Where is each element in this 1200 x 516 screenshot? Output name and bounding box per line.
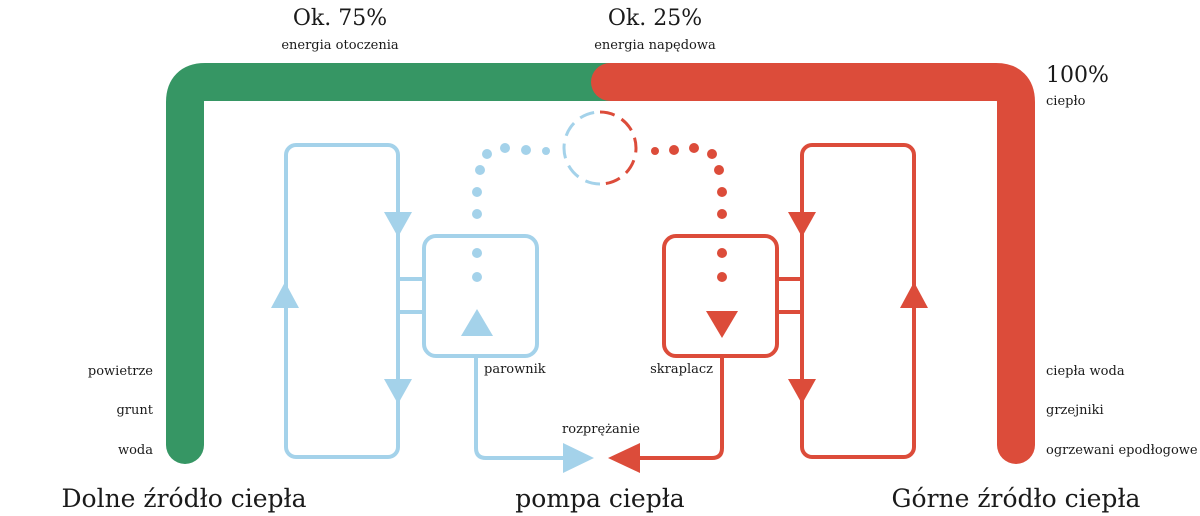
refrigerant-dot — [521, 145, 531, 155]
lower-source-item: grunt — [116, 403, 153, 418]
expansion-label: rozprężanie — [562, 422, 640, 437]
triangle-arrow-icon — [384, 212, 412, 237]
lower-source-loop — [284, 143, 400, 459]
refrigerant-dot — [500, 143, 510, 153]
drive-energy-percent: Ok. 25% — [607, 6, 703, 31]
compressor-circle-icon — [599, 110, 638, 186]
upper-source-item: ciepła woda — [1046, 364, 1125, 379]
refrigerant-dot — [472, 187, 482, 197]
refrigerant-dot — [542, 147, 550, 155]
ambient-energy-percent: Ok. 75% — [292, 6, 388, 31]
refrigerant-dot — [669, 145, 679, 155]
heat-pump-title: pompa ciepła — [515, 484, 685, 513]
refrigerant-dot — [717, 272, 727, 282]
refrigerant-dot — [717, 187, 727, 197]
refrigerant-dot — [472, 209, 482, 219]
upper-source-item: ogrzewani epodłogowe — [1046, 443, 1198, 458]
triangle-arrow-icon — [271, 282, 299, 308]
triangle-arrow-icon — [706, 311, 738, 338]
triangle-arrow-icon — [384, 379, 412, 404]
upper-source-title: Górne źródło ciepła — [891, 484, 1141, 513]
cold-line-to-expansion — [474, 356, 568, 460]
drive-energy-caption: energia napędowa — [594, 38, 716, 53]
triangle-arrow-icon — [788, 212, 816, 237]
lower-source-item: powietrze — [87, 364, 153, 379]
refrigerant-dot — [717, 248, 727, 258]
upper-source-item: grzejniki — [1046, 403, 1104, 418]
refrigerant-dot — [475, 165, 485, 175]
ambient-energy-caption: energia otoczenia — [281, 38, 399, 53]
triangle-arrow-icon — [788, 379, 816, 404]
refrigerant-dot — [689, 143, 699, 153]
total-heat-caption: ciepło — [1046, 94, 1086, 109]
ambient-energy-band — [166, 63, 629, 464]
refrigerant-dot — [707, 149, 717, 159]
heat-output-band — [591, 63, 1035, 464]
evaporator-box — [422, 234, 539, 358]
refrigerant-dot — [714, 165, 724, 175]
refrigerant-dot — [472, 272, 482, 282]
evaporator-label: parownik — [484, 362, 546, 377]
total-heat-percent: 100% — [1046, 63, 1109, 88]
lower-source-title: Dolne źródło ciepła — [61, 484, 307, 513]
refrigerant-dot — [472, 248, 482, 258]
triangle-arrow-icon — [563, 443, 594, 473]
triangle-arrow-icon — [900, 282, 928, 308]
lower-source-item: woda — [117, 443, 153, 458]
compressor-circle-icon — [562, 110, 601, 186]
refrigerant-dot — [717, 209, 727, 219]
triangle-arrow-icon — [461, 309, 493, 336]
triangle-arrow-icon — [608, 443, 640, 473]
refrigerant-dot — [651, 147, 659, 155]
condenser-label: skraplacz — [650, 362, 713, 377]
hot-line-to-expansion — [630, 356, 724, 460]
upper-source-loop — [800, 143, 916, 459]
refrigerant-dot — [482, 149, 492, 159]
